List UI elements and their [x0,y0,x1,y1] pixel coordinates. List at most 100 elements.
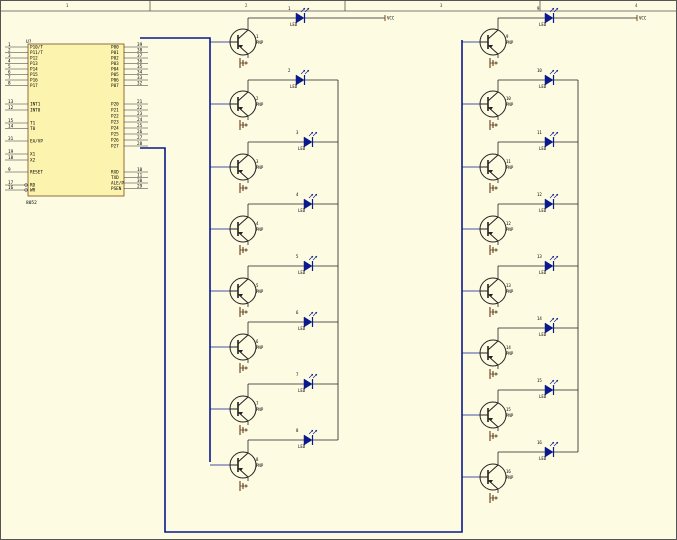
transistor-ref: 15 [506,407,511,412]
transistor-ref: 9 [506,34,509,39]
pin-number: 35 [137,64,143,70]
pin-number: 9 [8,167,11,173]
pin-name: INT1 [30,102,41,108]
pin-number: 18 [8,155,14,161]
led-type: LED [539,394,547,399]
pin-name: P03 [111,61,119,67]
pin-number: 23 [137,111,143,117]
mcu-name: 8052 [26,200,37,206]
pin-name: TXD [111,175,119,181]
light-emission-icon [308,131,318,137]
pin-name: P12 [30,56,38,62]
transistor-type: PNP [506,475,514,480]
transistor-type: PNP [256,407,264,412]
port-bus-wires [140,37,463,533]
pin-name: P06 [111,78,119,84]
pin-number: 12 [8,105,14,111]
led-ref: 6 [296,310,299,315]
led-ref: 8 [296,428,299,433]
pin-name: P05 [111,72,119,78]
pin-number: 32 [137,81,143,87]
transistor-type: PNP [256,165,264,170]
pin-number: 2 [8,48,11,54]
light-emission-icon [549,69,559,75]
zone-label: 1 [66,3,69,8]
ground-icon [239,245,248,255]
light-emission-icon [308,255,318,261]
pin-name: P14 [30,67,38,73]
transistor-ref: 12 [506,221,511,226]
pin-name: P24 [111,126,119,132]
pin-number: 38 [137,48,143,54]
transistor-type: PNP [256,102,264,107]
pin-number: 14 [8,124,14,130]
led-ref: 10 [537,68,542,73]
ground-icon [489,245,498,255]
led-type: LED [290,84,298,89]
transistor-ref: 8 [256,457,259,462]
pin-name: T0 [30,126,36,132]
pin-name: PSEN [111,186,122,192]
pin-number: 21 [137,99,143,105]
ground-icon [489,183,498,193]
pin-name: P07 [111,83,119,89]
pin-name: RD [30,183,36,189]
light-emission-icon [549,193,559,199]
pin-number: 34 [137,70,143,76]
light-emission-icon [308,311,318,317]
mcu-ref: U? [26,39,32,45]
pin-name: P15 [30,72,38,78]
ground-icon [489,431,498,441]
transistor-type: PNP [506,227,514,232]
vcc-power-icon: VCC [636,15,647,21]
light-emission-icon [300,69,310,75]
led-ref: 2 [288,68,291,73]
transistor-ref: 10 [506,96,511,101]
mcu-pin-right: 34 P05 [111,70,148,78]
pin-number: 17 [8,180,14,186]
pin-name: T1 [30,121,36,127]
pin-number: 8 [8,81,11,87]
